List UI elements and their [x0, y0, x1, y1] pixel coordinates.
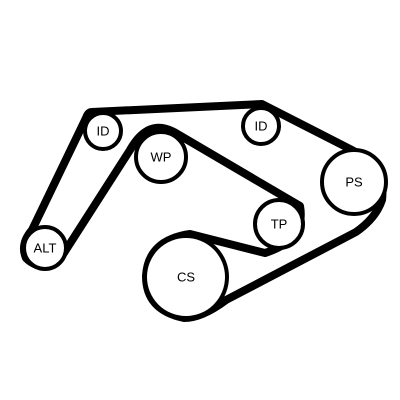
pulley-tensioner-circle: [253, 198, 305, 250]
pulley-crankshaft: CS: [143, 234, 229, 320]
pulley-alternator: ALT: [22, 225, 68, 271]
pulley-tensioner-label: TP: [271, 217, 288, 232]
pulley-alternator-label: ALT: [34, 241, 57, 256]
pulley-crankshaft-circle: [143, 234, 229, 320]
pulley-idler-left: ID: [83, 111, 123, 151]
pulley-power-steering-label: PS: [345, 175, 363, 190]
pulley-crankshaft-label: CS: [177, 270, 195, 285]
pulley-idler-left-label: ID: [97, 124, 110, 139]
pulley-power-steering: PS: [320, 148, 388, 216]
pulley-water-pump: WP: [134, 130, 188, 184]
pulley-tensioner: TP: [253, 198, 305, 250]
pulley-idler-right: ID: [241, 106, 281, 146]
pulley-alternator-circle: [22, 225, 68, 271]
pulley-water-pump-label: WP: [151, 150, 172, 165]
pulley-idler-right-label: ID: [255, 119, 268, 134]
pulley-water-pump-circle: [134, 130, 188, 184]
pulley-idler-left-circle: [83, 111, 123, 151]
pulley-idler-right-circle: [241, 106, 281, 146]
pulley-power-steering-circle: [320, 148, 388, 216]
